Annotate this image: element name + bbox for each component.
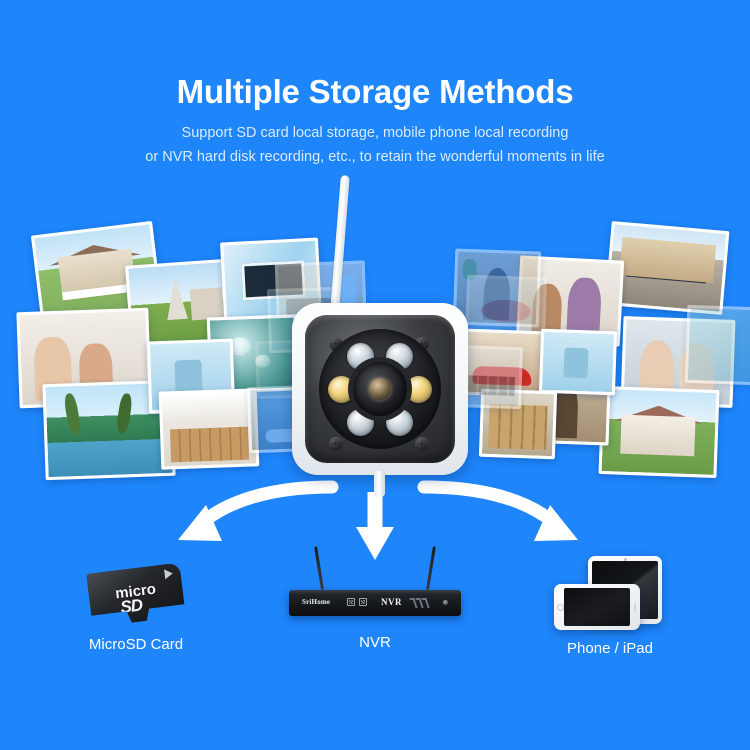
subtitle-line-2: or NVR hard disk recording, etc., to ret… bbox=[145, 148, 605, 165]
phone-screen bbox=[564, 588, 630, 626]
device-microsd: micro SD MicroSD Card bbox=[88, 562, 184, 653]
camera-mount-stem bbox=[374, 471, 385, 497]
nvr-label: NVR bbox=[359, 634, 391, 651]
antenna-icon bbox=[330, 175, 350, 314]
phone-ipad-icon bbox=[554, 556, 666, 630]
microsd-label: MicroSD Card bbox=[88, 636, 184, 653]
screw-icon bbox=[329, 437, 343, 451]
security-camera bbox=[292, 175, 468, 497]
phone-ipad-label: Phone / iPad bbox=[567, 640, 653, 657]
tablet-camera-dot-icon bbox=[623, 558, 627, 561]
warm-led-icon bbox=[405, 376, 432, 403]
camera-body bbox=[292, 303, 468, 475]
phone-home-button-icon bbox=[557, 603, 564, 611]
device-phone-ipad: Phone / iPad bbox=[554, 556, 666, 657]
page-title: Multiple Storage Methods bbox=[176, 73, 574, 110]
device-nvr: SriHome NVR NVR bbox=[289, 546, 461, 651]
nvr-indicator-icon bbox=[359, 598, 367, 606]
header: Multiple Storage Methods Support SD card… bbox=[0, 0, 750, 169]
nvr-brand-text: SriHome bbox=[302, 598, 331, 606]
nvr-front-text: NVR bbox=[381, 597, 402, 607]
nvr-chassis: SriHome NVR bbox=[289, 590, 461, 616]
warm-led-icon bbox=[328, 376, 355, 403]
nvr-power-led-icon bbox=[443, 600, 448, 605]
camera-front-face bbox=[305, 315, 455, 463]
arrow-to-phone-ipad bbox=[417, 480, 578, 541]
camera-lens bbox=[353, 362, 407, 416]
camera-lens-ring bbox=[319, 329, 441, 449]
nvr-recorder-icon: SriHome NVR bbox=[289, 546, 461, 624]
screw-icon bbox=[415, 437, 429, 451]
page-subtitle: Support SD card local storage, mobile ph… bbox=[0, 122, 750, 169]
phone-icon bbox=[554, 584, 640, 630]
arrow-to-microsd bbox=[178, 480, 339, 541]
nvr-indicator-icon bbox=[347, 598, 355, 606]
phone-speaker-icon bbox=[634, 602, 636, 612]
subtitle-line-1: Support SD card local storage, mobile ph… bbox=[181, 125, 569, 142]
arrow-to-nvr bbox=[356, 492, 394, 560]
